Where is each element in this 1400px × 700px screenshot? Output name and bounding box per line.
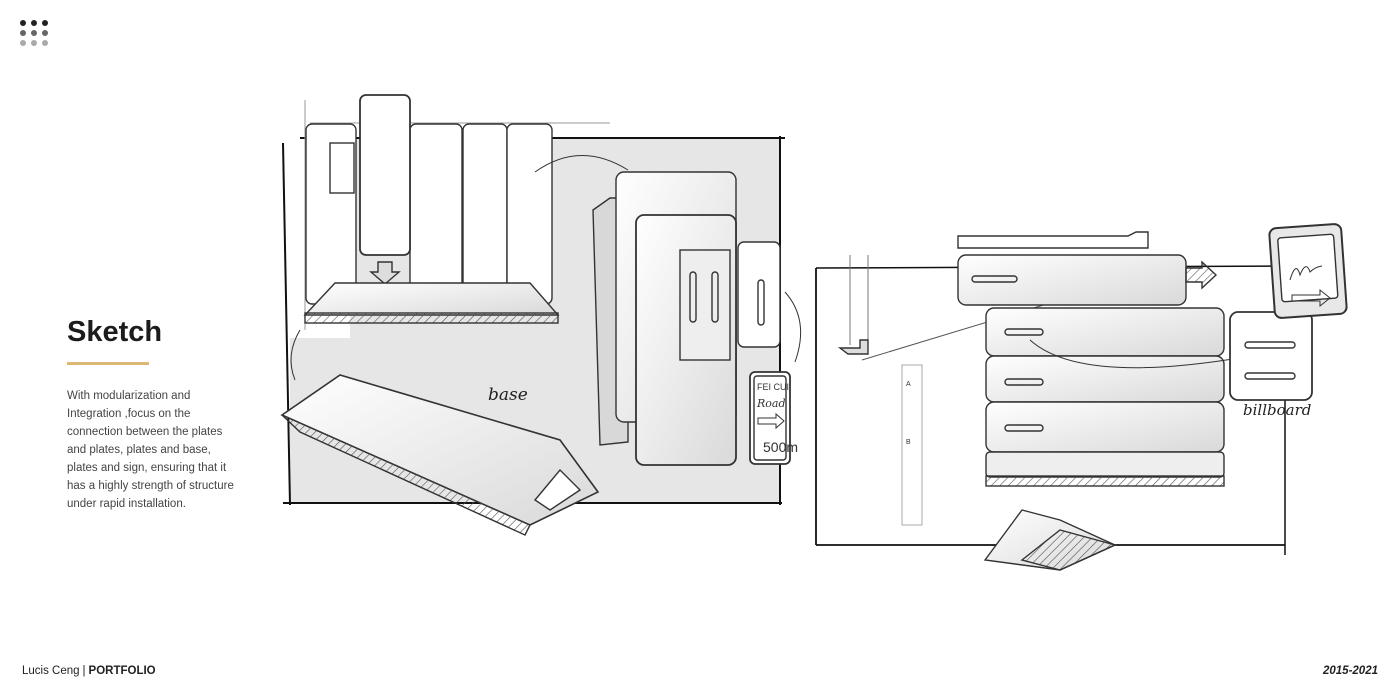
label-base: base: [488, 385, 528, 405]
sign-line3: 500m: [763, 439, 798, 455]
menu-button[interactable]: [20, 20, 48, 46]
menu-dot: [42, 40, 48, 46]
label-joint-a: A: [906, 381, 911, 388]
footer-separator: |: [82, 665, 86, 677]
menu-dot: [42, 20, 48, 26]
sign-line1: FEI CUI: [757, 382, 789, 392]
menu-dot: [31, 30, 37, 36]
footer-years: 2015-2021: [1323, 665, 1378, 677]
title-underline: [67, 362, 149, 365]
menu-dot: [20, 20, 26, 26]
menu-dot: [31, 20, 37, 26]
label-billboard: billboard: [1243, 401, 1311, 419]
menu-dot: [20, 40, 26, 46]
menu-dot: [42, 30, 48, 36]
author-name: Lucis Ceng: [22, 665, 80, 677]
section-title: Sketch: [67, 316, 163, 348]
section-description: With modularization and Integration ,foc…: [67, 390, 234, 510]
footer-author: Lucis Ceng|PORTFOLIO: [22, 665, 156, 677]
right-sketch: A B billboard: [815, 223, 1348, 571]
portfolio-label: PORTFOLIO: [88, 665, 156, 677]
menu-dot: [31, 40, 37, 46]
label-joint-b: B: [906, 439, 911, 446]
menu-dot: [20, 30, 26, 36]
left-sketch: base FEI CUI Road 500m: [280, 94, 802, 536]
sign-line2: Road: [756, 397, 786, 410]
